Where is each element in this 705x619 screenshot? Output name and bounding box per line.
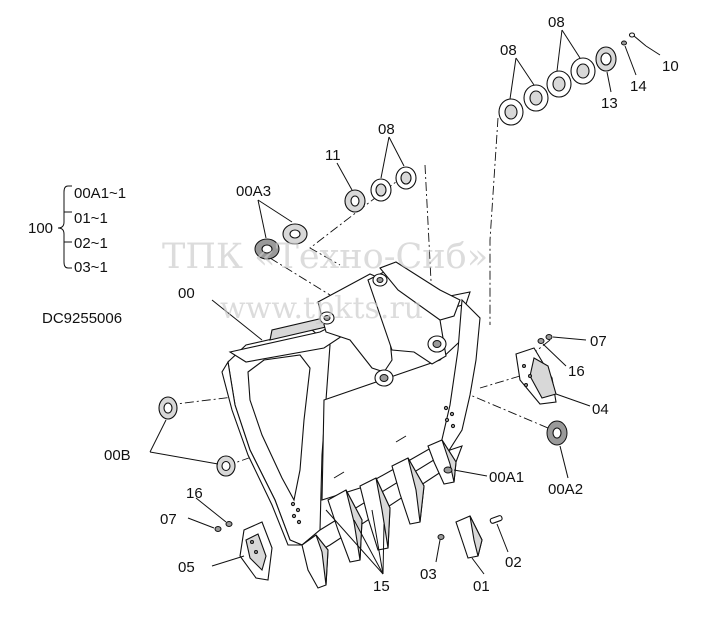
label-part-00A1: 00A1 <box>489 469 524 486</box>
label-part-07-left: 07 <box>160 511 177 528</box>
label-part-08-top-left: 08 <box>500 42 517 59</box>
label-part-00B: 00B <box>104 447 131 464</box>
label-part-00A2: 00A2 <box>548 481 583 498</box>
shims-top <box>498 32 647 126</box>
label-part-03: 03 <box>420 566 437 583</box>
label-variant-3: 02~1 <box>74 235 108 252</box>
label-part-02: 02 <box>505 554 522 571</box>
label-part-05: 05 <box>178 559 195 576</box>
label-part-00: 00 <box>178 285 195 302</box>
side-cutter-left <box>214 521 273 581</box>
drawing-number: DC9255006 <box>42 310 122 327</box>
label-part-01: 01 <box>473 578 490 595</box>
label-part-14: 14 <box>630 78 647 95</box>
bucket-teeth <box>301 435 457 589</box>
label-part-13: 13 <box>601 95 618 112</box>
label-part-16-right: 16 <box>568 363 585 380</box>
label-part-11: 11 <box>325 147 341 164</box>
label-variant-4: 03~1 <box>74 259 108 276</box>
collar-and-shims-center <box>344 166 417 213</box>
seal-00A2 <box>546 420 568 446</box>
assembly-brace <box>57 185 72 269</box>
leader-lines <box>149 29 661 575</box>
label-part-00A3: 00A3 <box>236 183 271 200</box>
label-variant-1: 00A1~1 <box>74 185 126 202</box>
label-variant-2: 01~1 <box>74 210 108 227</box>
label-assembly-root: 100 <box>28 220 53 237</box>
label-part-08-center: 08 <box>378 121 395 138</box>
label-part-15: 15 <box>373 578 390 595</box>
bushings-00B <box>158 396 236 477</box>
label-part-08-top-right: 08 <box>548 14 565 31</box>
side-cutter-right <box>515 334 557 405</box>
watermark-url: www.tpkts.ru <box>220 291 423 326</box>
seals-00A3 <box>254 223 308 260</box>
detached-tooth <box>437 466 503 559</box>
label-part-07-right: 07 <box>590 333 607 350</box>
label-part-16-left: 16 <box>186 485 203 502</box>
label-part-10: 10 <box>662 58 679 75</box>
label-part-04: 04 <box>592 401 609 418</box>
watermark-company: ТПК «Техно-Сиб» <box>162 237 488 277</box>
